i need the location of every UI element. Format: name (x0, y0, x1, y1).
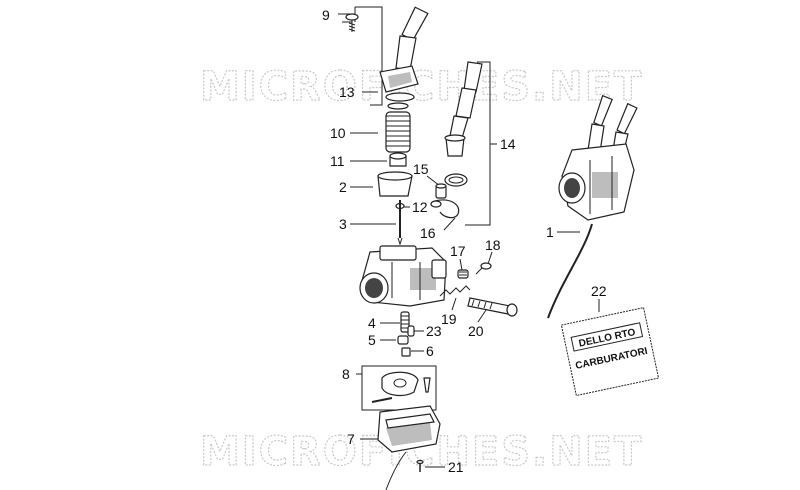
part-5-jet (397, 335, 409, 345)
part-9-screw (345, 13, 359, 32)
callout-labels: 9 13 10 11 2 12 3 14 15 16 17 18 1 22 19… (322, 7, 607, 475)
part-11-retainer (389, 152, 407, 167)
callout-3: 3 (339, 216, 347, 232)
part-14-choke-assembly (444, 61, 483, 187)
fuel-hose (385, 451, 407, 490)
callout-17: 17 (450, 243, 466, 259)
callout-6: 6 (426, 343, 434, 359)
callout-23: 23 (426, 323, 442, 339)
part-3-needle (397, 200, 403, 246)
part-18-screw (475, 262, 492, 275)
part-21-screw (416, 459, 424, 472)
part-8-float-set (371, 371, 431, 403)
part-10-spring (385, 111, 411, 153)
callout-13: 13 (339, 84, 355, 100)
callout-16: 16 (420, 225, 436, 241)
part-15-fitting (435, 183, 447, 199)
callout-7: 7 (347, 431, 355, 447)
part-20-idle-screw (467, 297, 518, 317)
callout-18: 18 (485, 237, 501, 253)
callout-5: 5 (368, 332, 376, 348)
callout-1: 1 (546, 224, 554, 240)
callout-12: 12 (412, 199, 428, 215)
part-7-float-bowl (377, 405, 441, 453)
part-1-complete-carburettor (547, 94, 638, 319)
callout-4: 4 (368, 315, 376, 331)
callout-19: 19 (441, 311, 457, 327)
part-13-top-cap (379, 6, 429, 110)
carburettor-body (359, 245, 447, 307)
watermark-top: MICROFICHES.NET (200, 64, 643, 110)
part-19-spring (439, 285, 471, 297)
callout-11: 11 (330, 153, 345, 169)
callout-9: 9 (322, 7, 330, 23)
callout-8: 8 (342, 366, 350, 382)
part-2-throttle-valve (377, 171, 413, 197)
part-4-jet-holder (400, 311, 410, 333)
part-22-bag: DELLO RTO CARBURATORI (560, 307, 660, 397)
callout-14: 14 (500, 136, 516, 152)
part-6-main-jet (401, 347, 411, 357)
callout-10: 10 (330, 125, 346, 141)
callout-15: 15 (413, 161, 429, 177)
leader-lines (338, 6, 600, 468)
part-16-pipe (430, 199, 460, 219)
part-23-sleeve (407, 325, 415, 337)
part-17-screw (457, 269, 469, 279)
callout-22: 22 (591, 283, 607, 299)
callout-21: 21 (448, 459, 464, 475)
callout-2: 2 (339, 179, 347, 195)
callout-20: 20 (468, 323, 484, 339)
